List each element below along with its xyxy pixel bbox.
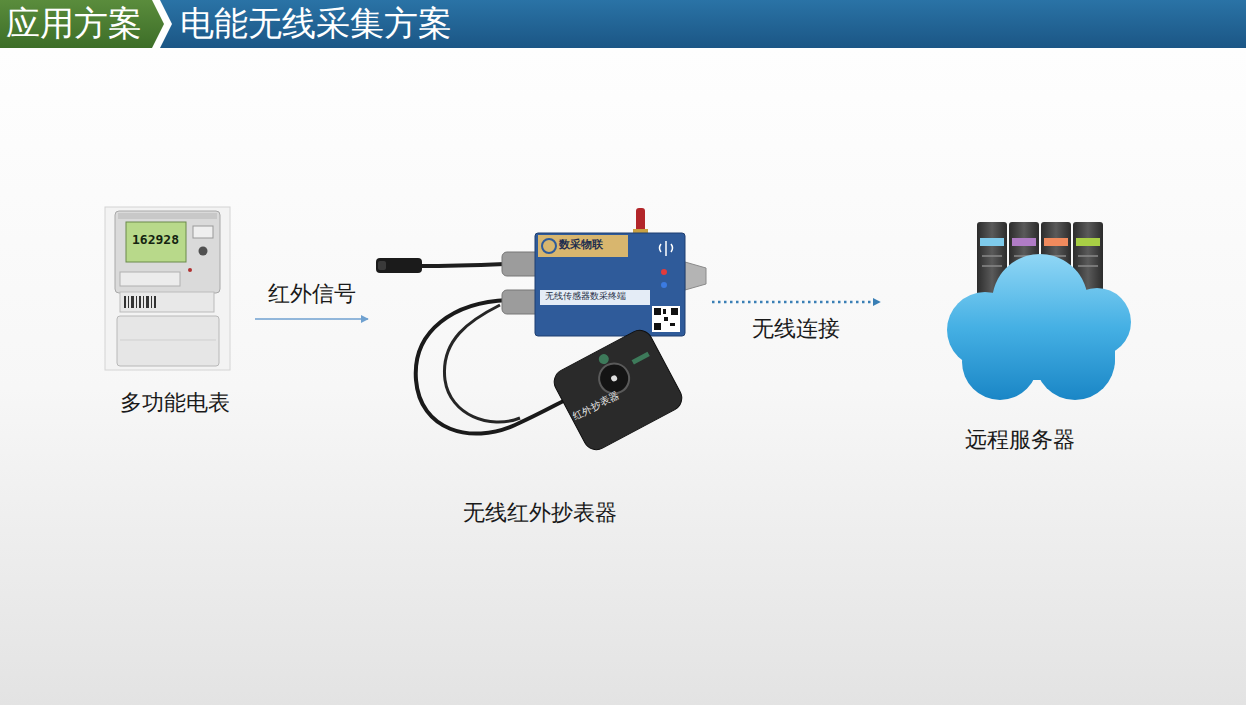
meter-cover-seam <box>120 340 216 341</box>
logo-strip <box>538 235 628 257</box>
meter-led <box>188 268 192 272</box>
power-plug <box>376 258 422 273</box>
connector-arrow <box>712 301 880 304</box>
cloud <box>947 254 1131 400</box>
barcode-bar <box>136 296 137 308</box>
power-cable <box>420 264 505 266</box>
connector-arrow <box>255 318 368 320</box>
qr-block <box>654 323 661 330</box>
signal-wave <box>671 244 673 252</box>
terminal-body <box>535 233 685 336</box>
signal-mast <box>665 241 667 256</box>
server-light <box>1044 238 1068 246</box>
meter-reading: 162928 <box>132 232 179 248</box>
logo-mark <box>542 239 556 253</box>
node-caption: 无线红外抄表器 <box>368 500 712 526</box>
barcode-bar <box>124 296 126 308</box>
meter-lcd <box>126 222 186 262</box>
led-red <box>661 269 667 275</box>
barcode-bar <box>131 296 134 308</box>
meter-terminal-cover <box>117 316 219 366</box>
barcode-bar <box>139 296 141 308</box>
qr-block <box>663 309 666 314</box>
sensor-logo <box>597 352 611 366</box>
server-light <box>980 238 1004 246</box>
cloud-base <box>965 320 1115 380</box>
meter-body <box>115 211 220 293</box>
sensor-mark <box>632 352 650 365</box>
ir-sensor <box>550 326 687 454</box>
node-caption: 远程服务器 <box>880 427 1160 453</box>
device-label: 无线传感器数采终端 <box>545 291 626 302</box>
label-strip <box>540 290 650 305</box>
section-tag: 应用方案 <box>6 3 142 44</box>
qr-block <box>654 308 661 315</box>
cable-gland <box>502 252 540 276</box>
meter-barcode-plate <box>120 292 214 312</box>
signal-wave <box>660 244 662 252</box>
server-light <box>1076 238 1100 246</box>
reader-node: 无线红外抄表器 <box>368 200 712 530</box>
meter-button <box>199 247 208 256</box>
slot <box>1078 265 1098 267</box>
barcode-bar <box>151 296 152 308</box>
slot <box>982 255 1002 257</box>
server-light <box>1012 238 1036 246</box>
qr-block <box>664 317 668 321</box>
meter-nameplate <box>118 213 217 219</box>
header-bar <box>160 0 1246 48</box>
server-node: 远程服务器 <box>880 210 1160 457</box>
meter-barcode <box>124 296 156 308</box>
header-chevron <box>155 0 167 48</box>
meter-photo <box>105 207 230 370</box>
node-caption: 多功能电表 <box>95 390 255 416</box>
sensor-eye <box>610 374 618 382</box>
slot <box>1078 255 1098 257</box>
meter-window <box>193 226 213 238</box>
qr-block <box>671 308 678 315</box>
edge-label: 无线连接 <box>752 316 840 342</box>
meter-plate <box>120 272 180 286</box>
barcode-bar <box>154 296 156 308</box>
barcode-bar <box>143 296 144 308</box>
signal-icon <box>660 241 673 256</box>
barcode-bar <box>128 296 129 308</box>
cable-gland <box>502 290 540 314</box>
edge-label: 红外信号 <box>268 281 356 307</box>
sensor-cable-loop <box>444 305 520 422</box>
qr-block <box>670 323 675 326</box>
meter-node: 多功能电表 <box>95 205 255 420</box>
qr-pattern <box>654 308 678 330</box>
sensor-shell <box>550 326 687 454</box>
barcode-bar <box>146 296 149 308</box>
plug-tip <box>378 261 386 270</box>
mount-tab <box>685 262 706 290</box>
slot <box>982 265 1002 267</box>
page-title: 电能无线采集方案 <box>180 3 452 44</box>
brand-label: 数采物联 <box>559 238 603 251</box>
qr-code <box>652 306 680 332</box>
led-blue <box>661 282 667 288</box>
header-tag <box>0 0 164 48</box>
